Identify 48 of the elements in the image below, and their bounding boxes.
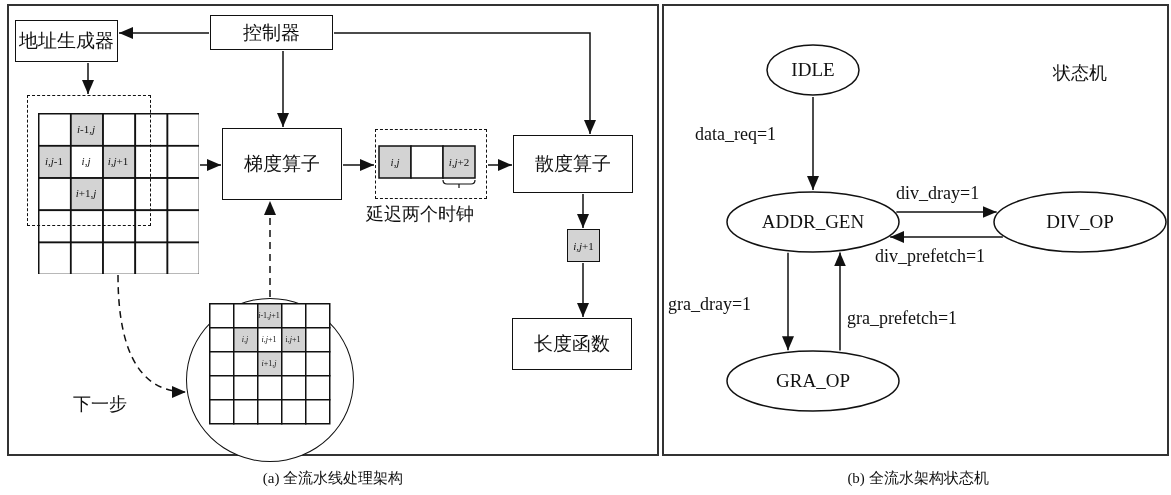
cell-label: i,j	[80, 154, 92, 169]
state-ellipse: DIV_OP	[993, 191, 1167, 253]
cell-label: i,j+2	[447, 155, 471, 170]
arrow	[277, 50, 289, 128]
cell-label: i,j	[240, 333, 250, 346]
arrow	[577, 262, 589, 318]
arrow	[117, 274, 187, 398]
cell-label: i,j	[389, 155, 401, 170]
cell-label: i,j+1	[284, 333, 302, 346]
state-ellipse: IDLE	[766, 44, 860, 96]
process-box: 地址生成器	[15, 20, 118, 62]
arrow	[82, 62, 94, 95]
edge-label: div_prefetch=1	[874, 246, 987, 266]
edge-label: gra_prefetch=1	[846, 308, 959, 328]
process-box: 散度算子	[513, 135, 633, 193]
arrow	[333, 32, 596, 135]
heading: 状态机	[1052, 62, 1108, 85]
cell-label: i-1,j+1	[257, 309, 281, 322]
cell-label: i,j+1	[106, 154, 130, 169]
grid-drawing	[38, 113, 199, 274]
cell-label: i,j+1	[260, 333, 278, 346]
arrow	[342, 159, 375, 171]
cell-label: i-1,j	[75, 122, 96, 137]
edge-label: data_req=1	[694, 124, 778, 144]
process-box: 梯度算子	[222, 128, 342, 200]
node-label: 延迟两个时钟	[366, 203, 474, 226]
arrow	[895, 206, 998, 218]
data-cell: i,j+1	[567, 229, 600, 262]
arrow	[118, 27, 210, 39]
arrow	[264, 200, 276, 298]
state-ellipse: GRA_OP	[726, 350, 900, 412]
arrow	[889, 231, 1004, 243]
cell-label: i,j-1	[43, 154, 64, 169]
cell-label: i+1,j	[260, 357, 278, 370]
process-box: 控制器	[210, 15, 333, 50]
cell-label: i+1,j	[74, 186, 98, 201]
arrow	[577, 193, 589, 229]
process-box: 长度函数	[512, 318, 632, 370]
figure-caption: (a) 全流水线处理架构	[261, 468, 405, 488]
arrow	[199, 159, 222, 171]
arrow	[834, 251, 846, 352]
edge-label: gra_dray=1	[667, 294, 753, 314]
arrow	[487, 159, 513, 171]
arrow	[807, 96, 819, 191]
edge-label: div_dray=1	[895, 183, 981, 203]
edge-label: 下一步	[72, 394, 128, 414]
figure-caption: (b) 全流水架构状态机	[846, 468, 990, 488]
arrow	[782, 251, 794, 352]
